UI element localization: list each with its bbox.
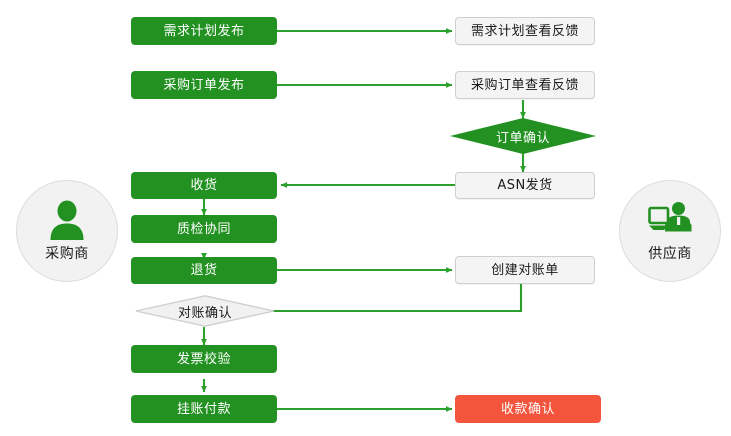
actor-buyer: 采购商 xyxy=(16,180,118,282)
actor-buyer-label: 采购商 xyxy=(45,245,89,262)
node-label: 退货 xyxy=(190,263,218,278)
person-icon xyxy=(50,200,84,240)
node-qc-collab[interactable]: 质检协同 xyxy=(131,215,277,243)
node-label: 订单确认 xyxy=(495,130,550,146)
actor-supplier-label: 供应商 xyxy=(648,245,692,262)
node-label: 挂账付款 xyxy=(176,401,231,417)
node-label: 对账确认 xyxy=(177,305,232,321)
node-order-confirm[interactable]: 订单确认 xyxy=(450,118,596,154)
node-demand-plan-publish[interactable]: 需求计划发布 xyxy=(131,17,277,45)
node-demand-plan-feedback[interactable]: 需求计划查看反馈 xyxy=(455,17,595,45)
node-receipt-confirm[interactable]: 收款确认 xyxy=(455,395,601,423)
node-invoice-check[interactable]: 发票校验 xyxy=(131,345,277,373)
node-label: 采购订单查看反馈 xyxy=(470,77,579,93)
node-payable-payment[interactable]: 挂账付款 xyxy=(131,395,277,423)
node-label: 创建对账单 xyxy=(491,262,559,278)
node-label: 质检协同 xyxy=(176,221,231,237)
diamond-shape xyxy=(450,118,596,154)
node-statement-confirm[interactable]: 对账确认 xyxy=(135,295,275,327)
node-return-goods[interactable]: 退货 xyxy=(131,257,277,284)
edge-stmt-confirm xyxy=(241,284,523,314)
node-receive-goods[interactable]: 收货 xyxy=(131,172,277,199)
node-po-publish[interactable]: 采购订单发布 xyxy=(131,71,277,99)
node-label: 需求计划发布 xyxy=(163,23,245,39)
node-label: 采购订单发布 xyxy=(163,77,245,93)
node-po-feedback[interactable]: 采购订单查看反馈 xyxy=(455,71,595,99)
node-label: 收货 xyxy=(190,178,218,193)
node-label: ASN发货 xyxy=(497,178,553,193)
person-at-computer-icon xyxy=(648,201,692,231)
node-label: 收款确认 xyxy=(500,401,555,417)
node-asn-ship[interactable]: ASN发货 xyxy=(455,172,595,199)
node-create-statement[interactable]: 创建对账单 xyxy=(455,256,595,284)
node-label: 需求计划查看反馈 xyxy=(470,23,579,39)
actor-supplier: 供应商 xyxy=(619,180,721,282)
node-label: 发票校验 xyxy=(176,351,231,367)
